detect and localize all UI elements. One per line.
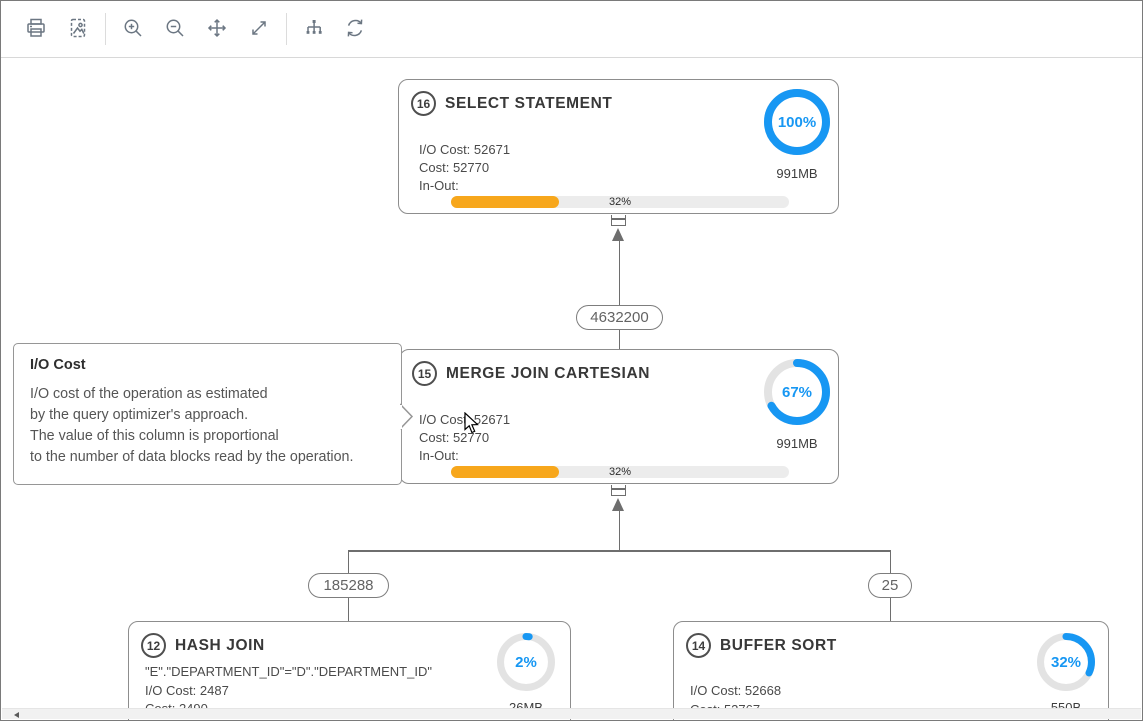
percent-ring: 100% (764, 89, 830, 155)
tooltip-body: I/O cost of the operation as estimated b… (30, 384, 385, 468)
node-header: 15 MERGE JOIN CARTESIAN (400, 350, 838, 386)
memory-label: 991MB (776, 166, 818, 181)
zoom-out-button[interactable] (161, 15, 189, 43)
plan-node-merge-join-cartesian[interactable]: 15 MERGE JOIN CARTESIAN I/O Cost: 52671 … (399, 349, 839, 484)
progress-fill (451, 196, 560, 208)
memory-label: 991MB (776, 436, 818, 451)
pan-icon (206, 17, 228, 42)
cost-ring-widget: 67% 991MB (764, 359, 830, 451)
join-predicate-line: "E"."DEPARTMENT_ID"="D"."DEPARTMENT_ID" (145, 664, 432, 679)
plan-node-buffer-sort[interactable]: 14 BUFFER SORT I/O Cost: 52668 Cost: 527… (673, 621, 1109, 720)
ring-percent-label: 32% (1050, 653, 1082, 671)
edge-cardinality-label: 4632200 (576, 305, 663, 330)
print-button[interactable] (22, 15, 50, 43)
tooltip-line: I/O cost of the operation as estimated (30, 386, 268, 402)
in-out-line: In-Out: (419, 178, 459, 193)
node-id-badge: 16 (411, 91, 436, 116)
edge-cardinality-label: 185288 (308, 573, 389, 598)
tooltip-title: I/O Cost (30, 357, 86, 373)
collapse-handle[interactable] (611, 484, 626, 496)
progress-fill (451, 466, 560, 478)
edge-line (618, 241, 620, 349)
arrowhead-up-icon (612, 228, 624, 241)
mouse-cursor-icon (464, 412, 479, 434)
ring-percent-label: 67% (781, 383, 813, 401)
auto-layout-button[interactable] (300, 15, 328, 43)
node-title: HASH JOIN (175, 636, 265, 654)
node-title: BUFFER SORT (720, 636, 837, 654)
plan-node-select-statement[interactable]: 16 SELECT STATEMENT I/O Cost: 52671 Cost… (398, 79, 839, 214)
node-title: MERGE JOIN CARTESIAN (446, 364, 651, 382)
node-title: SELECT STATEMENT (445, 94, 613, 112)
zoom-in-button[interactable] (119, 15, 147, 43)
refresh-button[interactable] (341, 15, 369, 43)
refresh-icon (344, 17, 366, 42)
edge-label-text: 4632200 (590, 309, 649, 326)
zoom-in-icon (122, 17, 144, 42)
progress-label: 32% (608, 466, 632, 478)
progress-label: 32% (608, 196, 632, 208)
node-id-badge: 12 (141, 633, 166, 658)
cost-ring-widget: 2% 26MB (497, 633, 555, 715)
percent-ring: 32% (1037, 633, 1095, 691)
node-header: 12 HASH JOIN (129, 622, 570, 658)
tooltip-line: by the query optimizer's approach. (30, 407, 249, 423)
export-image-button[interactable] (64, 15, 92, 43)
zoom-out-icon (164, 17, 186, 42)
in-out-progress-bar: 32% (451, 466, 789, 478)
collapse-handle[interactable] (611, 214, 626, 226)
cost-line: Cost: 52770 (419, 160, 490, 175)
cost-ring-widget: 32% 550B (1037, 633, 1095, 715)
percent-ring: 67% (764, 359, 830, 425)
node-details: I/O Cost: 52671 Cost: 52770 In-Out: (419, 141, 510, 195)
io-cost-tooltip: I/O Cost I/O cost of the operation as es… (13, 343, 402, 485)
io-cost-line: I/O Cost: 52671 (419, 142, 511, 157)
zoom-to-fit-button[interactable] (245, 15, 273, 43)
in-out-line: In-Out: (419, 448, 459, 463)
toolbar (1, 1, 1142, 58)
scroll-left-arrow-icon[interactable] (14, 711, 19, 718)
node-header: 16 SELECT STATEMENT (399, 80, 838, 116)
edge-line (618, 511, 620, 551)
ring-percent-label: 100% (777, 113, 817, 131)
tooltip-caret-icon (400, 403, 414, 430)
arrowhead-up-icon (612, 498, 624, 511)
io-cost-line: I/O Cost: 2487 (145, 682, 229, 698)
in-out-progress-bar: 32% (451, 196, 789, 208)
edge-line (347, 550, 891, 552)
node-id-badge: 14 (686, 633, 711, 658)
export-image-icon (67, 17, 89, 42)
zoom-to-fit-icon (248, 17, 270, 42)
edge-label-text: 185288 (323, 577, 374, 594)
toolbar-separator (105, 13, 106, 45)
edge-cardinality-label: 25 (868, 573, 912, 598)
print-icon (25, 17, 47, 42)
plan-node-hash-join[interactable]: 12 HASH JOIN "E"."DEPARTMENT_ID"="D"."DE… (128, 621, 571, 720)
percent-ring: 2% (497, 633, 555, 691)
cost-ring-widget: 100% 991MB (764, 89, 830, 181)
horizontal-scrollbar[interactable] (2, 708, 1141, 719)
cost-line: Cost: 52770 (419, 430, 490, 445)
ring-percent-label: 2% (515, 653, 537, 671)
node-header: 14 BUFFER SORT (674, 622, 1108, 658)
tooltip-line: to the number of data blocks read by the… (30, 449, 354, 465)
node-id-badge: 15 (412, 361, 437, 386)
pan-button[interactable] (203, 15, 231, 43)
edge-label-text: 25 (881, 577, 899, 594)
hierarchy-icon (303, 17, 325, 42)
tooltip-line: The value of this column is proportional (30, 428, 279, 444)
io-cost-line: I/O Cost: 52668 (690, 683, 782, 698)
toolbar-separator (286, 13, 287, 45)
